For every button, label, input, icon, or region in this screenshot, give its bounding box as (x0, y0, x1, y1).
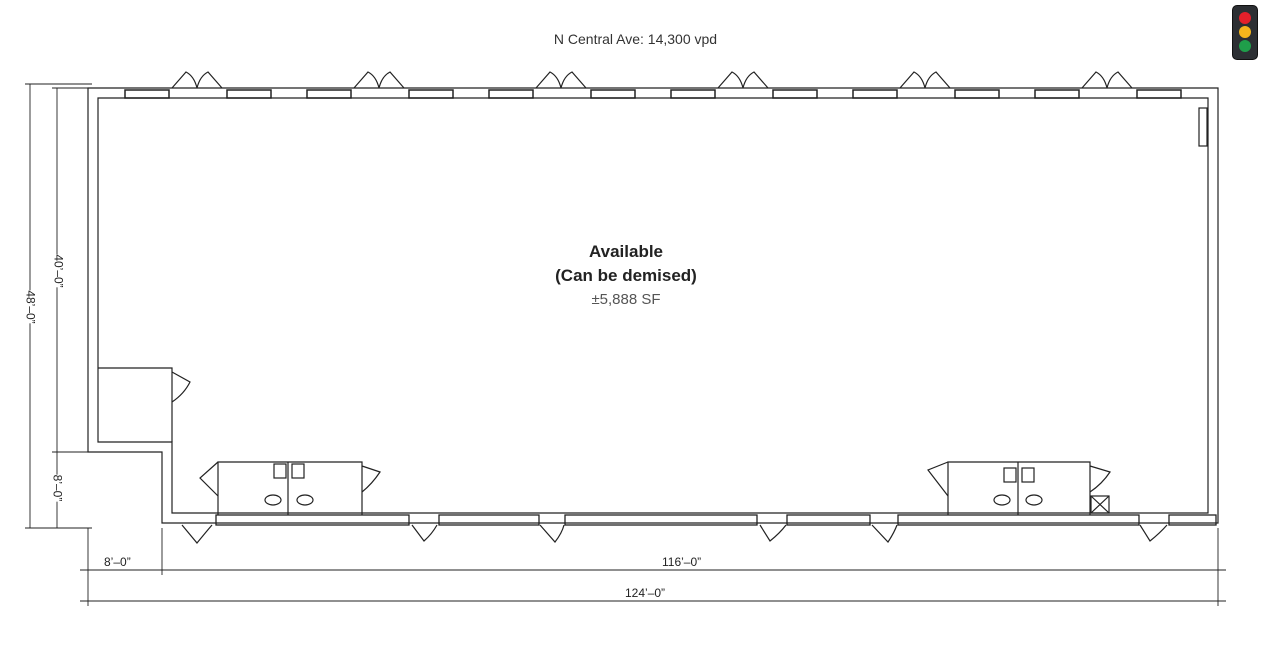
street-traffic-label: N Central Ave: 14,300 vpd (553, 31, 718, 47)
suite-status: Available (588, 242, 664, 261)
dim-width-total: 124’–0” (625, 586, 666, 600)
dim-width-main: 116’–0” (662, 555, 702, 569)
bottom-wall-segments (215, 514, 1217, 526)
door-swings-top (171, 71, 1133, 89)
exterior-wall-inner (97, 97, 1209, 514)
dim-depth-total: 48’–0” (23, 290, 38, 324)
storefront-windows-top (124, 89, 1182, 99)
dim-depth-notch: 8’–0” (50, 474, 65, 502)
traffic-light-yellow (1239, 26, 1251, 38)
door-swings-bottom (181, 524, 1168, 544)
wall-fixture (1198, 107, 1208, 147)
storage-door (171, 371, 191, 403)
suite-demise-note: (Can be demised) (555, 266, 697, 285)
traffic-light-icon (1232, 5, 1258, 60)
suite-label: Available (Can be demised) ±5,888 SF (476, 240, 776, 312)
restroom-left (199, 461, 381, 515)
suite-area: ±5,888 SF (591, 291, 661, 308)
restroom-right (927, 461, 1111, 515)
dim-width-notch: 8’–0” (104, 555, 131, 569)
traffic-light-red (1239, 12, 1251, 24)
dim-depth-main: 40’–0” (51, 254, 66, 288)
traffic-light-green (1239, 40, 1251, 52)
storage-room (98, 367, 173, 442)
dimension-lines (25, 83, 1226, 606)
